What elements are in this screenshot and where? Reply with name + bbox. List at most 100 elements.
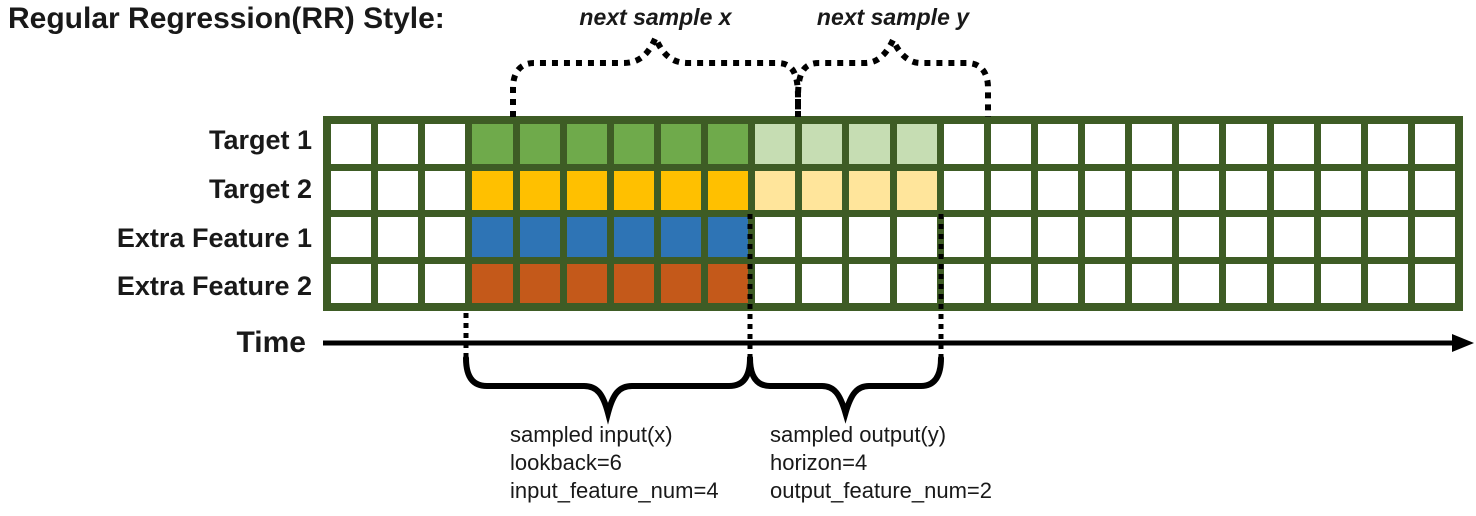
grid-cell xyxy=(566,217,607,257)
grid-cell xyxy=(1367,263,1408,303)
grid-cell xyxy=(990,263,1031,303)
grid-cell xyxy=(331,217,372,257)
grid-cell xyxy=(519,124,560,164)
grid-cell xyxy=(1226,263,1267,303)
grid-cell xyxy=(472,263,513,303)
grid-cell xyxy=(1320,170,1361,210)
output-feature-num-value: output_feature_num=2 xyxy=(770,478,993,503)
next-sample-x-brace xyxy=(510,30,801,117)
grid-cell xyxy=(1414,263,1455,303)
grid-cell xyxy=(1037,170,1078,210)
grid-cell xyxy=(425,263,466,303)
grid-cell xyxy=(708,263,749,303)
grid-cell xyxy=(1367,170,1408,210)
sampled-input-brace xyxy=(463,355,753,425)
grid-cell xyxy=(660,217,701,257)
grid-cell xyxy=(943,170,984,210)
grid-cell xyxy=(1273,124,1314,164)
grid-cell xyxy=(378,124,419,164)
row-label-target-1: Target 1 xyxy=(208,125,312,155)
grid-cell xyxy=(943,217,984,257)
grid-cell xyxy=(849,263,890,303)
grid-cell xyxy=(566,170,607,210)
diagram-title: Regular Regression(RR) Style: xyxy=(8,2,445,35)
lookback-value: lookback=6 xyxy=(510,450,622,475)
grid-cell xyxy=(896,263,937,303)
grid-cell xyxy=(708,170,749,210)
grid-cell xyxy=(1132,124,1173,164)
grid-cell xyxy=(425,124,466,164)
grid-cell xyxy=(1320,217,1361,257)
next-sample-x-label: next sample x xyxy=(579,4,732,30)
grid-cell xyxy=(1414,124,1455,164)
grid-cell xyxy=(1226,124,1267,164)
sampled-output-title: sampled output(y) xyxy=(770,422,947,447)
grid-cell xyxy=(849,217,890,257)
grid-cell xyxy=(425,170,466,210)
grid-cell xyxy=(802,263,843,303)
grid-cell xyxy=(990,170,1031,210)
grid-cell xyxy=(1132,263,1173,303)
grid-cell xyxy=(378,263,419,303)
grid-cell xyxy=(896,170,937,210)
grid-cell xyxy=(755,170,796,210)
grid-cell xyxy=(1367,124,1408,164)
grid-cell xyxy=(1320,124,1361,164)
grid-cell xyxy=(1367,217,1408,257)
grid-cell xyxy=(660,263,701,303)
grid-cell xyxy=(613,124,654,164)
next-sample-y-label: next sample y xyxy=(816,4,970,30)
grid-cell xyxy=(613,263,654,303)
grid-cell xyxy=(613,170,654,210)
grid-cell xyxy=(1320,263,1361,303)
grid-cell xyxy=(802,170,843,210)
grid-cell xyxy=(1414,217,1455,257)
grid-cell xyxy=(331,170,372,210)
row-label-extra-feature-2: Extra Feature 2 xyxy=(116,271,312,301)
grid-cell xyxy=(1085,124,1126,164)
grid-cell xyxy=(943,124,984,164)
grid-cell xyxy=(566,124,607,164)
sampled-input-note: sampled input(x) lookback=6 input_featur… xyxy=(510,421,719,505)
grid-cell xyxy=(519,217,560,257)
next-sample-y-brace xyxy=(795,32,991,117)
grid-cell xyxy=(1037,263,1078,303)
grid-cell xyxy=(1273,170,1314,210)
grid-cell xyxy=(896,217,937,257)
grid-cell xyxy=(849,170,890,210)
grid-cell xyxy=(1085,170,1126,210)
grid-cell xyxy=(802,217,843,257)
grid-cell xyxy=(378,170,419,210)
grid-cell xyxy=(1085,263,1126,303)
timeseries-grid xyxy=(323,116,1463,311)
grid-cell xyxy=(1179,170,1220,210)
row-label-target-2: Target 2 xyxy=(208,174,312,204)
grid-cell xyxy=(802,124,843,164)
grid-cell xyxy=(331,263,372,303)
grid-cell xyxy=(1132,170,1173,210)
grid-cell xyxy=(990,124,1031,164)
grid-cell xyxy=(1179,263,1220,303)
grid-cell xyxy=(1132,217,1173,257)
grid-cell xyxy=(660,124,701,164)
time-axis-label: Time xyxy=(236,326,306,359)
sampled-output-note: sampled output(y) horizon=4 output_featu… xyxy=(770,421,992,505)
input-feature-num-value: input_feature_num=4 xyxy=(510,478,719,503)
grid-cell xyxy=(378,217,419,257)
grid-cell xyxy=(1179,217,1220,257)
horizon-value: horizon=4 xyxy=(770,450,868,475)
grid-cell xyxy=(1273,217,1314,257)
grid-cell xyxy=(472,124,513,164)
grid-cell xyxy=(849,124,890,164)
sampled-output-brace xyxy=(747,355,944,424)
grid-cell xyxy=(566,263,607,303)
grid-cell xyxy=(519,170,560,210)
grid-cell xyxy=(1179,124,1220,164)
time-axis-arrowhead xyxy=(1452,334,1474,352)
grid-cell xyxy=(519,263,560,303)
sampled-input-title: sampled input(x) xyxy=(510,422,673,447)
grid-cell xyxy=(613,217,654,257)
grid-cell xyxy=(1414,170,1455,210)
grid-cell xyxy=(1226,217,1267,257)
